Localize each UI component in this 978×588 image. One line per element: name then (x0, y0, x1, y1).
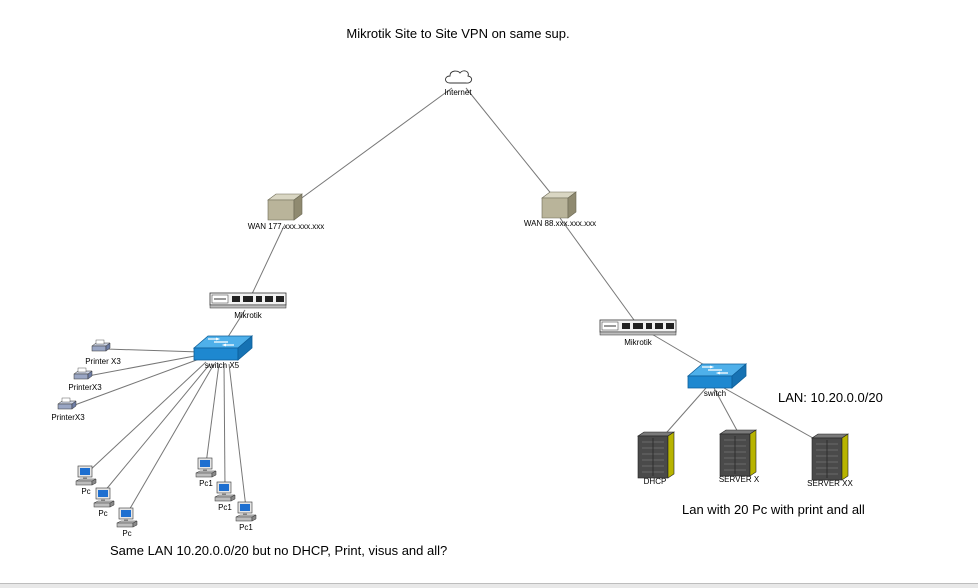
page-title: Mikrotik Site to Site VPN on same sup. (346, 26, 569, 41)
pc-label: Pc (122, 529, 131, 538)
printer-icon (73, 367, 93, 380)
pc-icon (195, 457, 217, 478)
pc-icon (235, 501, 257, 522)
switch-right-icon (687, 363, 747, 389)
pc-label: Pc1 (239, 523, 253, 532)
printer-icon (91, 339, 111, 352)
link-router-switch-right (649, 332, 707, 367)
router-left-label: Mikrotik (234, 311, 263, 320)
link-router-switch-left (225, 309, 246, 341)
printer-label: PrinterX3 (68, 383, 102, 392)
right-site-note: Lan with 20 Pc with print and all (682, 502, 865, 517)
bottom-scrollbar[interactable] (0, 583, 978, 588)
link-internet-wan-left (298, 87, 453, 201)
pc-label: Pc1 (199, 479, 213, 488)
links (71, 87, 821, 513)
wan-left-label: WAN 177.xxx.xxx.xxx (248, 222, 325, 231)
server-label: SERVER XX (807, 479, 853, 488)
server-label: DHCP (644, 477, 667, 486)
server-icon (811, 433, 849, 481)
server-icon (719, 429, 757, 477)
link-internet-wan-right (465, 87, 554, 197)
wan-right-firewall-icon (541, 191, 577, 219)
wan-right-label: WAN 88.xxx.xxx.xxx (524, 219, 596, 228)
link-wan-right-router (559, 217, 635, 321)
pc-label: Pc1 (218, 503, 232, 512)
router-left-icon (209, 292, 287, 309)
printer-label: PrinterX3 (51, 413, 85, 422)
printer-icon (57, 397, 77, 410)
link-wan-left-router (251, 225, 285, 295)
switch-left-icon (193, 335, 253, 361)
lan-label: LAN: 10.20.0.0/20 (778, 390, 883, 405)
pc-label: Pc (98, 509, 107, 518)
pc-icon (116, 507, 138, 528)
printer-label: Printer X3 (85, 357, 121, 366)
internet-label: Internet (444, 88, 472, 97)
server-icon (637, 431, 675, 479)
wan-left-firewall-icon (267, 193, 303, 221)
router-right-label: Mikrotik (624, 338, 653, 347)
server-label: SERVER X (719, 475, 760, 484)
left-site-note: Same LAN 10.20.0.0/20 but no DHCP, Print… (110, 543, 447, 558)
switch-right-label: switch (704, 389, 726, 398)
internet-cloud-icon (445, 70, 473, 84)
pc-label: Pc (81, 487, 90, 496)
router-right-icon (599, 319, 677, 336)
pc-icon (214, 481, 236, 502)
pc-icon (75, 465, 97, 486)
switch-left-label: switch X5 (205, 361, 240, 370)
pc-icon (93, 487, 115, 508)
